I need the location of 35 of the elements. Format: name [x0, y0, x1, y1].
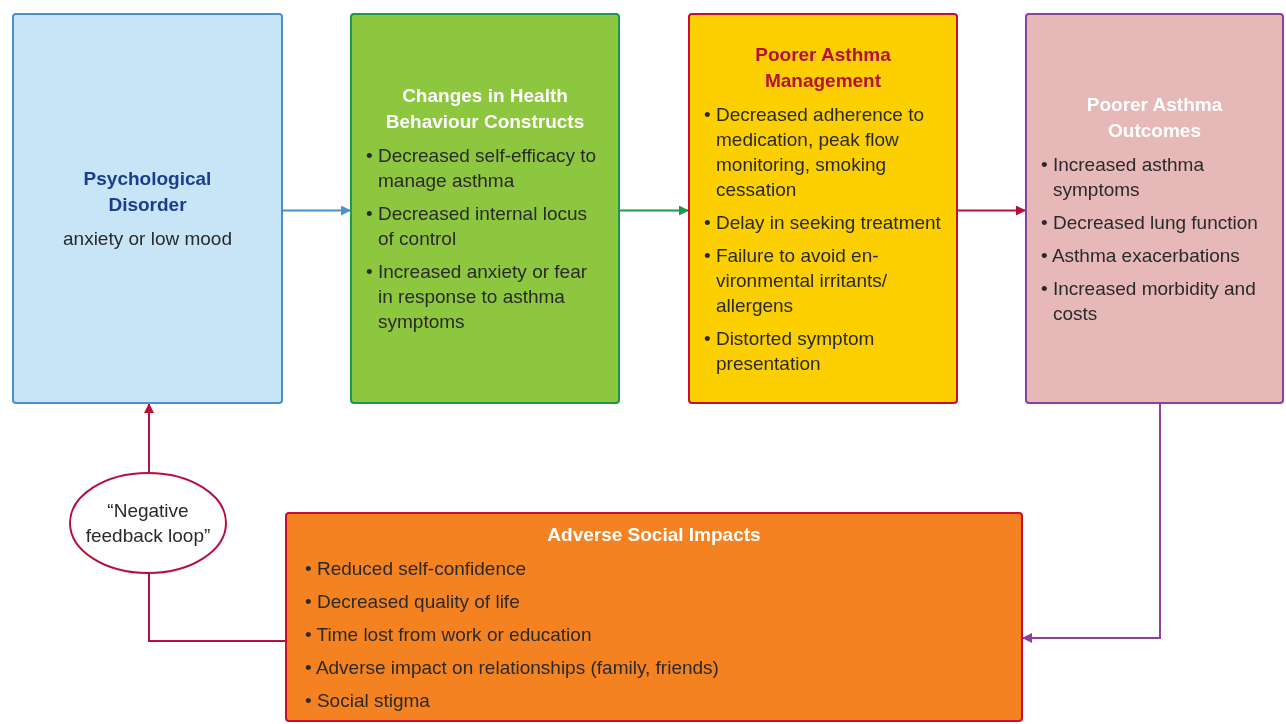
bullet-item: • Decreased internal locus of control — [365, 202, 589, 251]
bullet-item: • Increased morbidity and costs — [1040, 276, 1257, 326]
loop-label: “Negative feedback loop” — [84, 499, 212, 548]
process-box — [12, 13, 283, 404]
process-box — [350, 13, 620, 404]
bullet-item: • Social stigma — [304, 689, 431, 713]
bullet-item: • Asthma exacerbations — [1040, 243, 1241, 268]
bullet-item: • Reduced self-confidence — [304, 557, 528, 581]
box-heading: Poorer Asthma Outcomes — [1085, 92, 1224, 143]
bullet-item: • Increased asthma symptoms — [1040, 152, 1205, 202]
bullet-item: • Increased anxiety or fear in response to asthma symptoms — [365, 260, 589, 334]
bullet-item: • Adverse impact on relationships (family, friends) — [304, 656, 720, 680]
arrow — [1022, 403, 1161, 643]
arrow — [619, 205, 689, 216]
bullet-item: • Time lost from work or education — [304, 623, 593, 647]
box-heading: Psychological Disorder — [82, 167, 213, 217]
bullet-item: • Decreased self-efficacy to manage asthma — [365, 144, 598, 193]
box-heading: Poorer Asthma Management — [754, 42, 892, 93]
process-box — [688, 13, 958, 404]
box-heading: Adverse Social Impacts — [546, 523, 762, 547]
connector-line — [148, 573, 286, 642]
process-box — [285, 512, 1023, 722]
arrow — [144, 403, 154, 473]
bullet-item: • Failure to avoid en-vironmental irritants/ allergens — [703, 243, 889, 318]
loop-ellipse — [69, 472, 227, 574]
box-text: anxiety or low mood — [62, 227, 233, 251]
bullet-item: • Distorted symptom presentation — [703, 326, 876, 376]
bullet-item: • Decreased quality of life — [304, 590, 521, 614]
bullet-item: • Delay in seeking treatment — [703, 210, 942, 235]
arrow — [957, 205, 1026, 216]
box-heading: Changes in Health Behaviour Constructs — [384, 84, 586, 134]
bullet-item: • Decreased lung function — [1040, 210, 1259, 235]
process-box — [1025, 13, 1284, 404]
arrow — [282, 205, 351, 216]
bullet-item: • Decreased adherence to medication, peak flow monitoring, smoking cessation — [703, 102, 925, 202]
